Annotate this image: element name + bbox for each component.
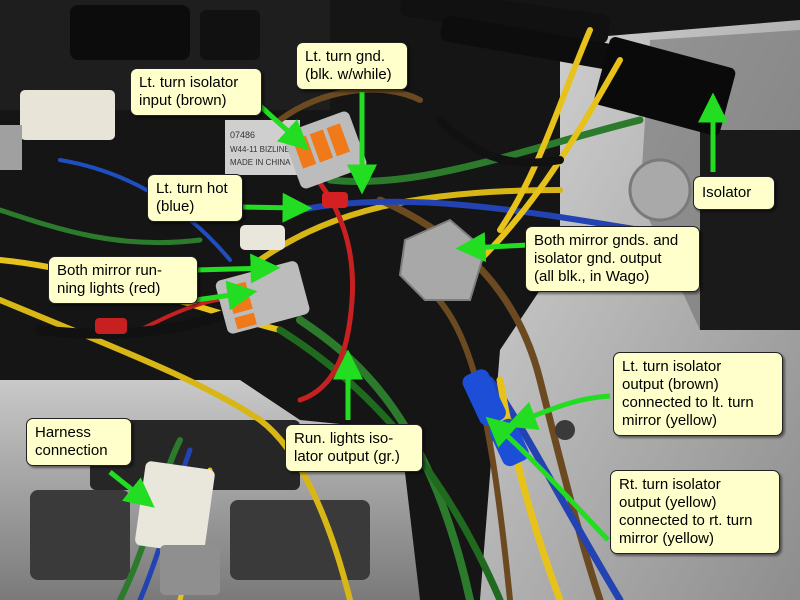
callout-both-mirror-gnds: Both mirror gnds. and isolator gnd. outp… bbox=[525, 226, 700, 292]
harness-connector bbox=[135, 461, 215, 554]
gray-connector-left bbox=[0, 125, 22, 170]
callout-lt-turn-hot: Lt. turn hot (blue) bbox=[147, 174, 243, 222]
white-plug-left bbox=[240, 225, 285, 250]
red-connector-top bbox=[322, 192, 348, 208]
right-black-mount bbox=[700, 130, 800, 330]
connector-label-origin: MADE IN CHINA bbox=[230, 158, 291, 167]
callout-lt-turn-gnd: Lt. turn gnd. (blk. w/while) bbox=[296, 42, 408, 90]
callout-lt-turn-isolator-input: Lt. turn isolator input (brown) bbox=[130, 68, 262, 116]
bolt-head bbox=[555, 420, 575, 440]
top-connector-2 bbox=[200, 10, 260, 60]
callout-isolator: Isolator bbox=[693, 176, 775, 210]
harness-connector-gray bbox=[160, 545, 220, 595]
white-connector-left bbox=[20, 90, 115, 140]
housing-emblem bbox=[628, 158, 692, 222]
top-black-connector bbox=[70, 5, 190, 60]
callout-rt-turn-output: Rt. turn isolator output (yellow) connec… bbox=[610, 470, 780, 554]
callout-lt-turn-output: Lt. turn isolator output (brown) connect… bbox=[613, 352, 783, 436]
heat-shrink-tube bbox=[399, 0, 610, 45]
callout-run-lights-output: Run. lights iso- lator output (gr.) bbox=[285, 424, 423, 472]
connector-label-code: 07486 bbox=[230, 130, 255, 140]
heat-shrink-tube-2 bbox=[440, 15, 620, 71]
callout-harness-connection: Harness connection bbox=[26, 418, 132, 466]
red-connector-small bbox=[95, 318, 127, 334]
lower-panel-slot-3 bbox=[230, 500, 370, 580]
callout-both-mirror-running-lights: Both mirror run- ning lights (red) bbox=[48, 256, 198, 304]
lower-panel-slot-2 bbox=[30, 490, 130, 580]
connector-label-model: W44-11 BIZLINE bbox=[230, 145, 290, 154]
